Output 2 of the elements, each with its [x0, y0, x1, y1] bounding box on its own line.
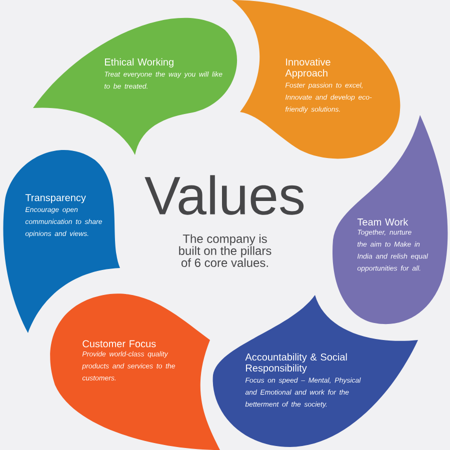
description: The company is built on the pillars of 6 core values.: [179, 234, 272, 267]
title: Values: [144, 175, 304, 215]
